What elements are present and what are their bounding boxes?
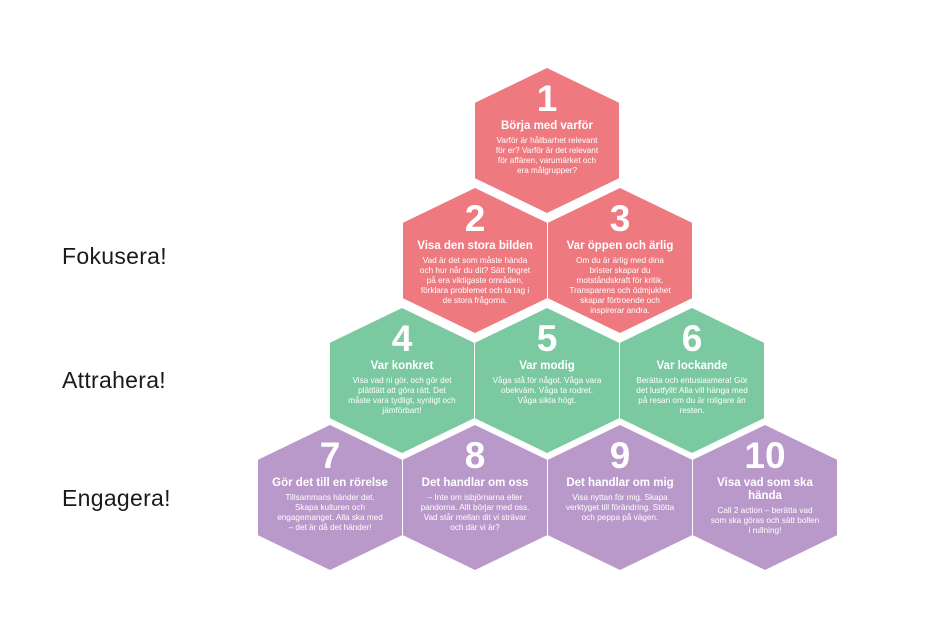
hexagon-3: 3 Var öppen och ärlig Om du är ärlig med… [548,188,692,333]
hex-number: 2 [464,198,486,239]
hex-title: Var lockande [656,360,728,372]
hexagon-2: 2 Visa den stora bilden Vad är det som m… [403,188,547,333]
hex-title: Visa den stora bilden [417,240,533,252]
hex-title: Var modig [519,360,575,372]
hex-description: Visa nyttan för mig. Skapa verktyget til… [565,493,675,522]
hex-number: 9 [609,435,631,476]
hex-number: 3 [609,198,631,239]
hex-number: 4 [391,318,413,359]
hex-number: 1 [536,78,558,119]
hexagon-7: 7 Gör det till en rörelse Tillsammans hä… [258,425,402,570]
row-label-fokusera: Fokusera! [62,243,167,269]
hexagon-9: 9 Det handlar om mig Visa nyttan för mig… [548,425,692,570]
hex-title: Gör det till en rörelse [272,477,388,489]
hex-description: Visa vad ni gör, och gör det plättlätt a… [348,376,456,415]
row-label-attrahera: Attrahera! [62,367,166,393]
hex-number: 8 [464,435,486,476]
hex-description: Vad är det som måste hända och hur når d… [419,256,531,305]
hex-title: Var konkret [370,360,434,372]
hexagon-6: 6 Var lockande Berätta och entusiasmera!… [620,308,764,453]
hex-description: Tillsammans händer det. Skapa kulturen o… [277,493,383,532]
hex-title: Det handlar om oss [421,477,529,489]
hex-number: 6 [681,318,703,359]
hexagon-4: 4 Var konkret Visa vad ni gör, och gör d… [330,308,474,453]
row-label-engagera: Engagera! [62,485,171,511]
hexagon-8: 8 Det handlar om oss – Inte om isbjörnar… [403,425,547,570]
hex-description: Varför är hållbarhet relevant för er? Va… [495,136,599,175]
hex-description: Berätta och entusiasmera! Gör det lustfy… [636,376,748,415]
hex-number: 7 [319,435,341,476]
hex-title: Visa vad som ska hända [717,477,813,502]
hexagon-5: 5 Var modig Våga stå för något. Våga var… [475,308,619,453]
hex-title: Börja med varför [500,120,594,132]
hexagon-10: 10 Visa vad som ska hända Call 2 action … [693,425,837,570]
hex-description: Om du är ärlig med dina brister skapar d… [569,256,671,315]
hex-number: 5 [536,318,558,359]
hex-title: Var öppen och ärlig [566,240,674,252]
hex-description: Call 2 action – berätta vad som ska göra… [710,506,820,535]
hex-description: Våga stå för något. Våga vara obekväm. V… [492,376,602,405]
hex-description: – Inte om isbjörnarna eller pandorna. Al… [420,493,530,532]
hexagon-1: 1 Börja med varför Varför är hållbarhet … [475,68,619,213]
hex-title: Det handlar om mig [566,477,674,489]
hex-number: 10 [744,435,786,476]
